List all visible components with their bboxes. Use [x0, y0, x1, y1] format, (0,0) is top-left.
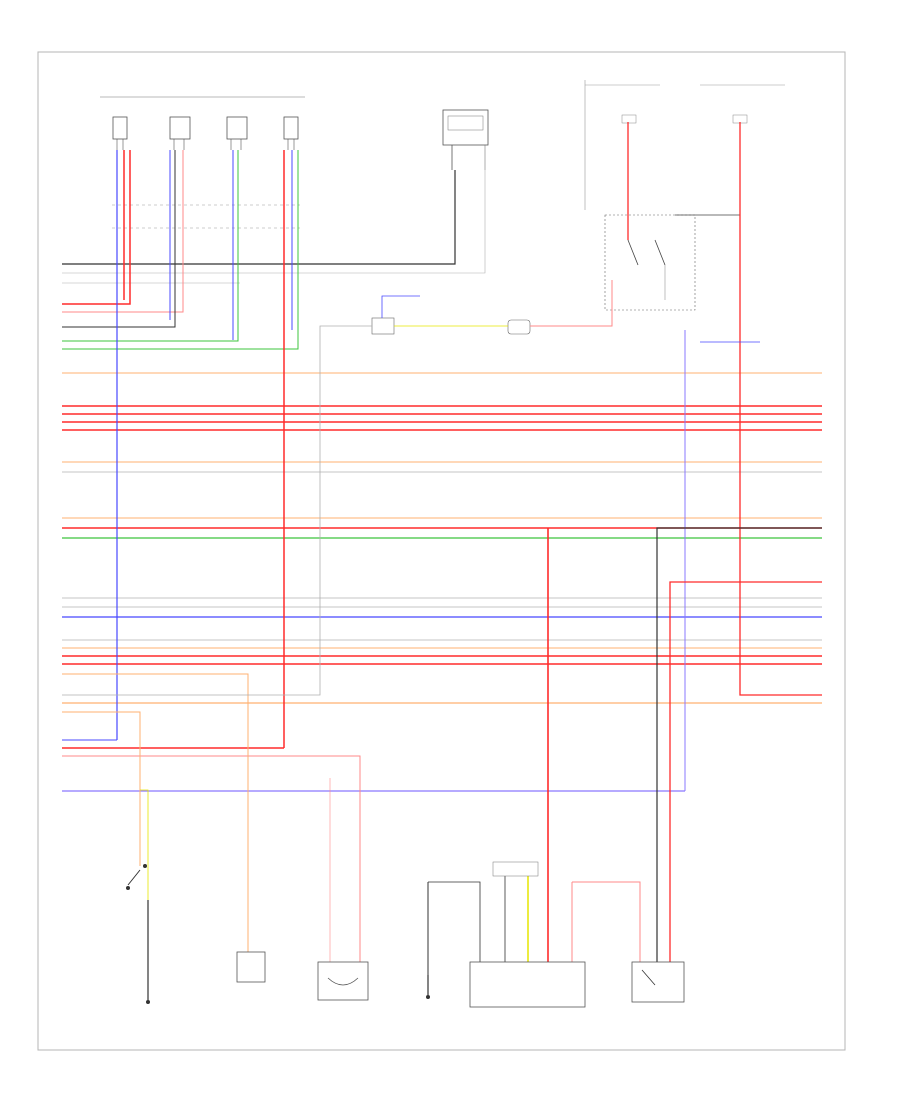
fuse-box-right [584, 80, 785, 210]
wires-layer [62, 122, 822, 985]
wire-pink-54 [572, 881, 641, 962]
wire-pink-44 [530, 280, 613, 327]
wire-yellow-38 [140, 789, 149, 960]
injector-2 [169, 116, 191, 150]
wire-green-27 [62, 150, 299, 350]
diagram-frame [37, 51, 846, 1051]
injector-4 [283, 116, 299, 150]
ground-bottom-left [146, 985, 150, 1004]
wire-black-20 [62, 170, 456, 265]
sensor-bottom-right [631, 961, 685, 1003]
injector-3 [226, 116, 248, 150]
wire-black-56 [428, 881, 481, 962]
wire-red-47 [739, 122, 822, 696]
wire-gray-21 [62, 170, 486, 274]
wire-green-26 [62, 150, 239, 342]
wire-red-23 [62, 150, 131, 305]
wire-blue-45 [381, 295, 420, 318]
main-relay [604, 214, 740, 311]
sensor-bottom-2 [236, 951, 266, 983]
wire-black-51 [656, 527, 822, 962]
inline-connector-right [507, 319, 531, 335]
wire-orange-40 [62, 673, 249, 952]
wire-red-52 [669, 581, 822, 962]
injector-1 [112, 116, 128, 150]
wire-pink-24 [62, 150, 184, 313]
fuel-pressure-sensor [317, 961, 369, 1001]
wire-orange-37 [62, 711, 141, 866]
inline-connector-left [371, 317, 395, 335]
wire-gray-42 [62, 325, 372, 696]
top-sensor-module [442, 109, 489, 170]
switch-bottom-left [126, 864, 147, 890]
ground-bottom-center [426, 975, 430, 999]
control-module-bottom [469, 861, 586, 1008]
wire-pink-36 [62, 755, 361, 962]
wire-black-25 [62, 150, 176, 328]
